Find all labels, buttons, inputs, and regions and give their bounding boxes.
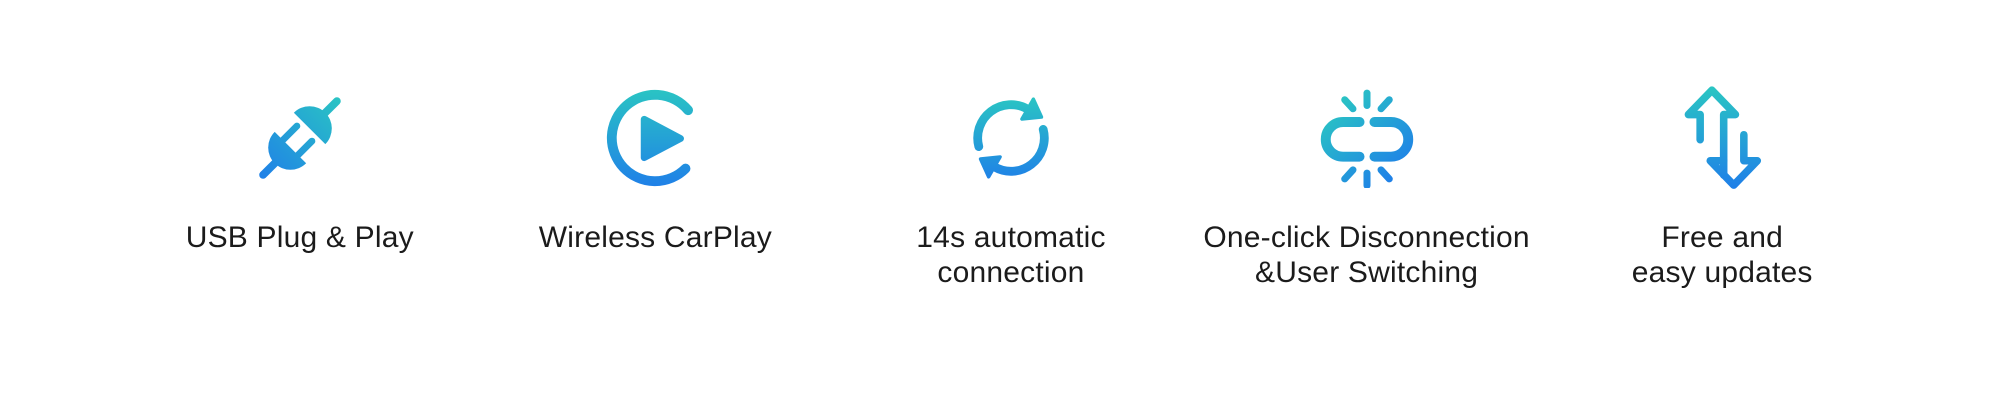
broken-link-icon [1305,78,1429,198]
feature-wireless-carplay: Wireless CarPlay [478,78,834,290]
feature-label: Wireless CarPlay [538,221,773,254]
feature-label: One-click Disconnection &User Switching [1203,221,1530,289]
feature-one-click-disconnection: One-click Disconnection &User Switching [1189,78,1545,290]
feature-label: Free and easy updates [1631,221,1813,289]
feature-automatic-connection: 14s automatic connection [833,78,1189,290]
features-row: USB Plug & Play Wireless CarPlay [122,78,1900,290]
carplay-play-icon [601,78,709,198]
feature-label: USB Plug & Play [185,221,414,254]
sync-arrows-icon [967,78,1055,198]
feature-free-easy-updates: Free and easy updates [1544,78,1900,290]
up-down-arrows-icon [1680,78,1764,198]
usb-plug-icon [242,78,358,198]
feature-usb-plug-play: USB Plug & Play [122,78,478,290]
feature-label: 14s automatic connection [916,221,1106,289]
